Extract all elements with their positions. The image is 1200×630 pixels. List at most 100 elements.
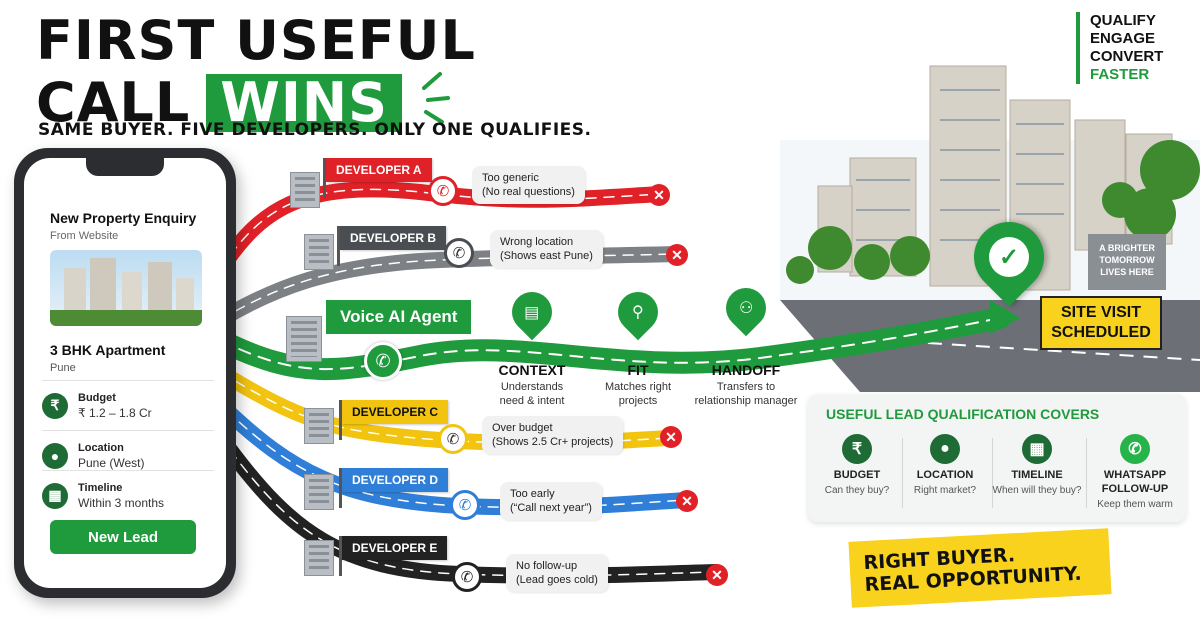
developer-a-bubble: Too generic (No real questions)	[472, 166, 585, 204]
location-value: Pune (West)	[78, 455, 145, 470]
engage-word: ENGAGE	[1090, 30, 1156, 47]
sign-line-3: LIVES HERE	[1100, 267, 1154, 277]
whatsapp-icon: ✆	[1120, 434, 1150, 464]
developer-a-flag: DEVELOPER A	[323, 158, 432, 198]
x-icon: ✕	[706, 564, 728, 586]
developer-d-detail: (“Call next year”)	[510, 502, 592, 514]
covers-timeline: ▦ TIMELINE When will they buy?	[990, 434, 1084, 497]
budget-row: ₹ Budget ₹ 1.2 – 1.8 Cr	[42, 380, 214, 430]
phone-mockup: New Property Enquiry From Website 3 BHK …	[14, 148, 236, 598]
step-handoff-desc-2: relationship manager	[694, 395, 798, 407]
convert-word: CONVERT	[1090, 48, 1164, 65]
rupee-icon: ₹	[842, 434, 872, 464]
step-fit-desc: Matches right projects	[573, 380, 703, 408]
step-handoff-desc-1: Transfers to	[716, 381, 776, 393]
rupee-icon: ₹	[42, 392, 68, 419]
covers-budget-title: BUDGET	[833, 469, 881, 481]
x-icon: ✕	[666, 244, 688, 266]
developer-d-building-icon	[304, 474, 334, 510]
location-icon: ●	[42, 442, 68, 469]
covers-location-desc: Right market?	[913, 485, 977, 496]
developer-e-bubble: No follow-up (Lead goes cold)	[506, 554, 608, 592]
location-row: ● Location Pune (West)	[42, 430, 214, 480]
site-visit-line1: SITE VISIT	[1060, 304, 1141, 321]
headline: FIRST USEFUL CALL WINS	[36, 10, 476, 134]
developer-a-reason: Too generic	[482, 172, 539, 184]
developer-b-detail: (Shows east Pune)	[500, 250, 593, 262]
covers-timeline-desc: When will they buy?	[992, 485, 1082, 496]
sign-line-1: A BRIGHTER	[1099, 243, 1155, 253]
covers-timeline-title: TIMELINE	[1011, 469, 1063, 481]
developer-a-building-icon	[290, 172, 320, 208]
phone-icon: ✆	[450, 490, 480, 520]
step-fit-title: FIT	[627, 362, 649, 378]
property-sign: A BRIGHTER TOMORROW LIVES HERE	[1088, 234, 1166, 290]
developer-b-flag: DEVELOPER B	[336, 226, 447, 266]
x-icon: ✕	[676, 490, 698, 512]
enquiry-title: New Property Enquiry	[50, 210, 197, 226]
covers-budget: ₹ BUDGET Can they buy?	[810, 434, 904, 497]
step-fit-desc-1: Matches right	[604, 381, 672, 393]
developer-c-flag: DEVELOPER C	[338, 400, 449, 440]
phone-icon: ✆	[444, 238, 474, 268]
accent-slashes	[422, 72, 450, 124]
step-context-desc-1: Understands	[500, 381, 564, 393]
covers-title: USEFUL LEAD QUALIFICATION COVERS	[826, 406, 1100, 422]
step-context-desc: Understands need & intent	[467, 380, 597, 408]
tagline-banner: RIGHT BUYER. REAL OPPORTUNITY.	[848, 528, 1112, 608]
covers-whatsapp-title: WHATSAPP FOLLOW-UP	[1101, 469, 1169, 495]
developer-c-detail: (Shows 2.5 Cr+ projects)	[492, 436, 614, 448]
location-label: Location	[78, 441, 124, 454]
qualification-covers-panel: USEFUL LEAD QUALIFICATION COVERS ₹ BUDGE…	[808, 394, 1186, 522]
developer-a-detail: (No real questions)	[482, 186, 575, 198]
x-icon: ✕	[648, 184, 670, 206]
qualify-block: QUALIFY ENGAGE CONVERT FASTER	[1076, 12, 1163, 84]
qualify-word: QUALIFY	[1090, 12, 1156, 29]
divider	[902, 438, 903, 508]
divider	[1086, 438, 1087, 508]
location-icon: ●	[930, 434, 960, 464]
covers-whatsapp: ✆ WHATSAPP FOLLOW-UP Keep them warm	[1088, 434, 1182, 511]
trees	[786, 140, 1200, 284]
new-lead-button[interactable]: New Lead	[50, 520, 196, 554]
developer-e-flag: DEVELOPER E	[338, 536, 448, 576]
developer-c-reason: Over budget	[492, 422, 553, 434]
developer-d-flag: DEVELOPER D	[338, 468, 449, 508]
divider	[992, 438, 993, 508]
site-visit-line2: SCHEDULED	[1051, 324, 1151, 341]
step-fit-desc-2: projects	[618, 395, 658, 407]
covers-location: ● LOCATION Right market?	[898, 434, 992, 497]
calendar-icon: ▦	[1022, 434, 1052, 464]
headline-line2: CALL WINS	[36, 72, 476, 134]
step-handoff-title: HANDOFF	[711, 362, 781, 378]
subheadline: SAME BUYER. FIVE DEVELOPERS. ONLY ONE QU…	[38, 120, 592, 140]
phone-notch	[86, 158, 164, 176]
headline-line1: FIRST USEFUL	[36, 9, 476, 72]
developer-c-bubble: Over budget (Shows 2.5 Cr+ projects)	[482, 416, 624, 454]
site-visit-badge: SITE VISIT SCHEDULED	[1040, 296, 1162, 350]
faster-word: FASTER	[1090, 66, 1150, 83]
x-icon: ✕	[660, 426, 682, 448]
enquiry-source: From Website	[50, 230, 119, 242]
covers-budget-desc: Can they buy?	[824, 485, 890, 496]
covers-location-title: LOCATION	[916, 469, 974, 481]
phone-icon: ✆	[364, 342, 402, 380]
developer-e-building-icon	[304, 540, 334, 576]
headline-call: CALL	[36, 71, 191, 134]
calendar-icon: ▦	[42, 482, 68, 509]
step-context-desc-2: need & intent	[499, 395, 565, 407]
timeline-value: Within 3 months	[78, 495, 165, 510]
timeline-label: Timeline	[78, 481, 123, 494]
apartment-city: Pune	[50, 362, 76, 374]
developer-d-reason: Too early	[510, 488, 555, 500]
budget-value: ₹ 1.2 – 1.8 Cr	[78, 405, 152, 420]
developer-c-building-icon	[304, 408, 334, 444]
developer-b-bubble: Wrong location (Shows east Pune)	[490, 230, 603, 268]
covers-whatsapp-desc: Keep them warm	[1097, 499, 1173, 510]
apartment-type: 3 BHK Apartment	[50, 342, 166, 358]
step-context-title: CONTEXT	[498, 362, 566, 378]
phone-icon: ✆	[452, 562, 482, 592]
phone-screen: New Property Enquiry From Website 3 BHK …	[24, 158, 226, 588]
developer-d-bubble: Too early (“Call next year”)	[500, 482, 602, 520]
